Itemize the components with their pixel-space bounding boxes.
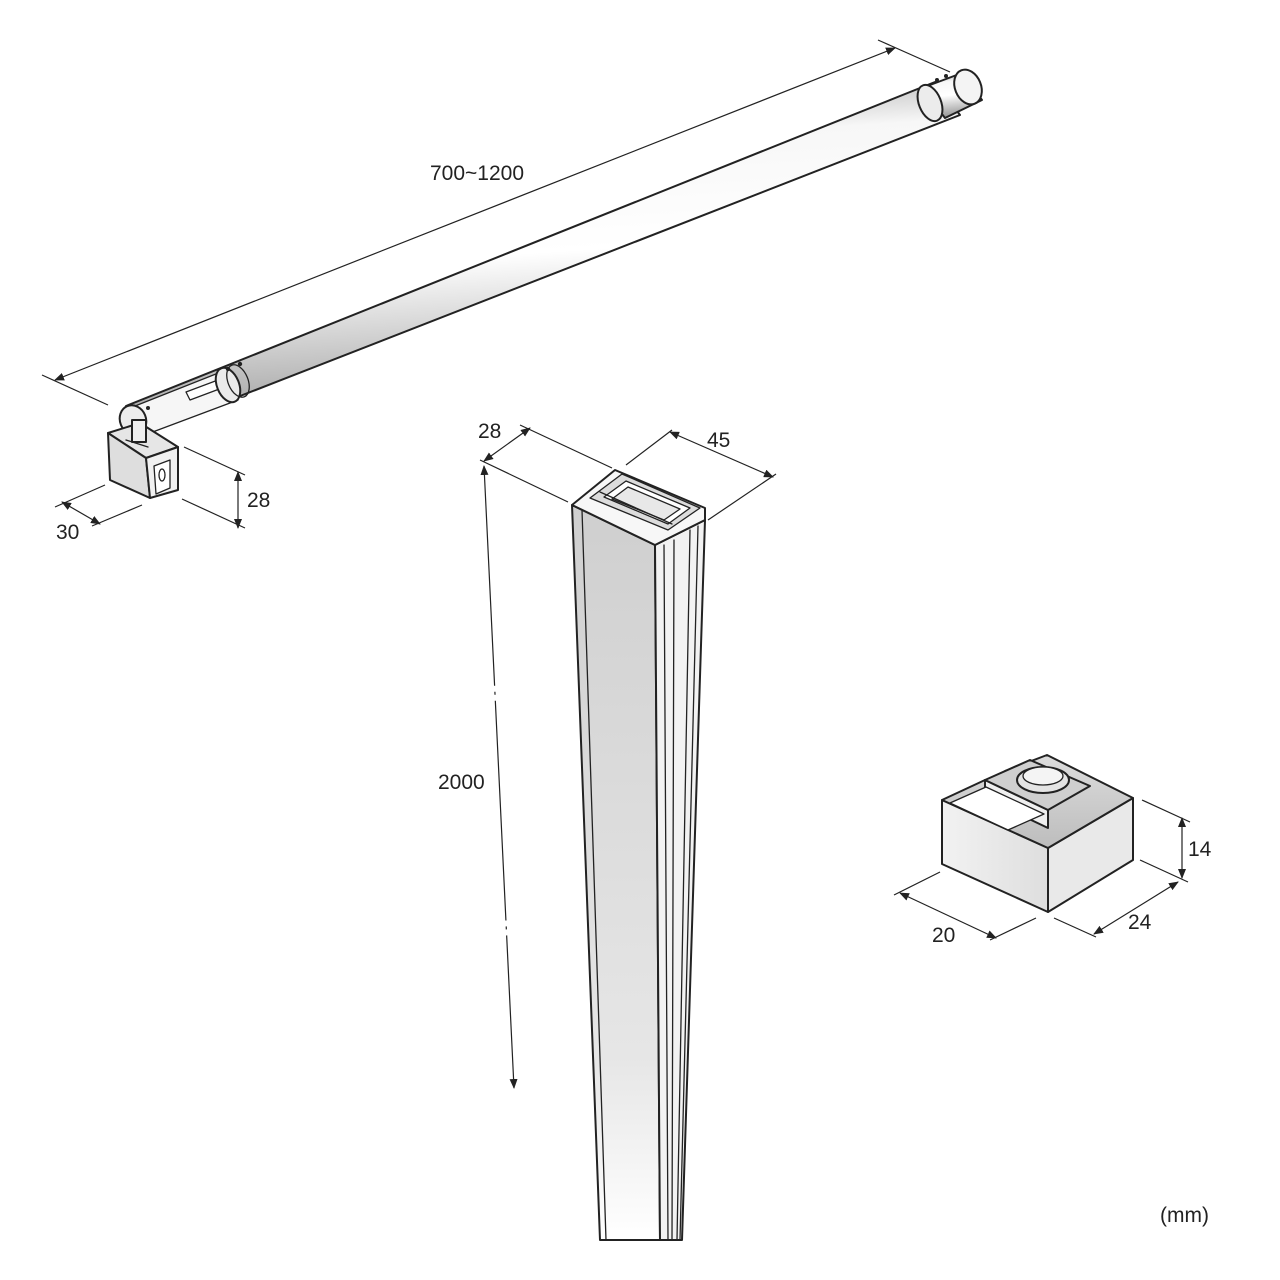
unit-label: (mm) bbox=[1160, 1204, 1209, 1227]
profile-edge-2 bbox=[663, 544, 669, 1241]
glass-clamp: 14 20 24 bbox=[893, 754, 1212, 947]
profile-depth-dimension-line bbox=[483, 427, 531, 462]
profile-edge-1 bbox=[581, 509, 607, 1241]
bracket-width-dimension-line bbox=[61, 501, 101, 525]
clamp-width-witness-right bbox=[989, 917, 1037, 941]
clamp-height-witness-bottom bbox=[1139, 859, 1189, 883]
profile-edge-4 bbox=[676, 529, 691, 1241]
bracket-width-label: 30 bbox=[56, 521, 79, 544]
profile-side-face bbox=[654, 519, 706, 1241]
clamp-height-witness-top bbox=[1141, 799, 1191, 823]
profile-height-dimension-line bbox=[480, 465, 518, 1089]
clamp-height-label: 14 bbox=[1188, 838, 1212, 861]
clamp-width-witness-left bbox=[893, 871, 941, 896]
rod-length-witness-left bbox=[41, 374, 109, 406]
rod-end-cap bbox=[916, 68, 983, 123]
clamp-slot bbox=[949, 786, 1045, 831]
profile-height-label: 2000 bbox=[438, 771, 485, 794]
rod-screw-hole-1 bbox=[225, 366, 231, 372]
rod-length-witness-right bbox=[877, 39, 951, 73]
bracket-height-witness-bottom bbox=[181, 498, 246, 529]
rod-screw-hole-4 bbox=[146, 406, 150, 410]
bracket-width-witness-left bbox=[54, 484, 106, 508]
clamp-depth-dimension-line bbox=[1093, 881, 1179, 935]
profile-width-witness-left bbox=[625, 429, 673, 466]
profile-depth-witness-right bbox=[519, 424, 613, 469]
profile-depth-witness-left bbox=[479, 459, 569, 503]
profile-edge-3 bbox=[671, 539, 675, 1241]
clamp-depth-label: 24 bbox=[1128, 911, 1152, 934]
rod-screw-hole-2 bbox=[237, 361, 243, 367]
clamp-screw-head-top bbox=[1022, 766, 1064, 786]
profile-top-rib bbox=[599, 491, 673, 525]
profile-edge-5 bbox=[679, 525, 699, 1241]
rod-length-label: 700~1200 bbox=[430, 162, 524, 185]
rod-length-dimension-line bbox=[54, 47, 896, 381]
support-rod: 700~1200 bbox=[41, 39, 983, 544]
rod-coupling-ring-2 bbox=[226, 364, 250, 398]
clamp-depth-witness-left bbox=[1053, 917, 1097, 938]
wall-profile: 28 45 2000 bbox=[438, 420, 777, 1241]
profile-depth-label: 28 bbox=[478, 420, 501, 443]
profile-width-dimension-line bbox=[669, 431, 774, 478]
bracket-height-label: 28 bbox=[247, 489, 270, 512]
rod-tube bbox=[125, 81, 961, 433]
bracket-height-witness-top bbox=[183, 446, 246, 476]
bracket-width-witness-right bbox=[91, 504, 143, 527]
profile-width-witness-right bbox=[707, 473, 777, 521]
profile-width-label: 45 bbox=[707, 429, 730, 452]
clamp-width-dimension-line bbox=[899, 892, 997, 939]
rod-wall-bracket bbox=[107, 419, 179, 499]
clamp-width-label: 20 bbox=[932, 924, 955, 947]
